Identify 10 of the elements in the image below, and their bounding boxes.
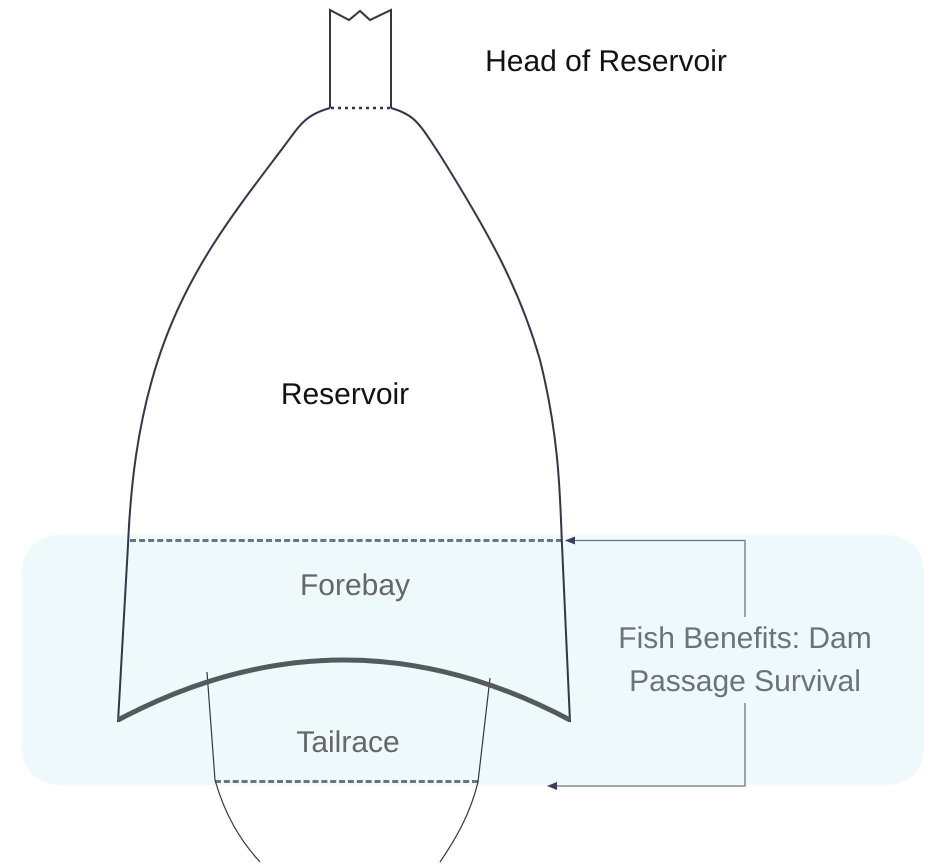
- arrow: [547, 703, 746, 790]
- title-label: Head of Reservoir: [485, 44, 727, 80]
- highlight-band: [22, 535, 924, 785]
- arrow: [565, 536, 746, 617]
- note-text: Fish Benefits: Dam Passage Survival: [605, 617, 885, 703]
- region-label: Tailrace: [296, 725, 400, 761]
- region-label: Reservoir: [280, 377, 410, 413]
- tailrace-boundary-line: [215, 780, 478, 783]
- region-label: Forebay: [300, 568, 410, 604]
- forebay-boundary-line: [130, 539, 562, 542]
